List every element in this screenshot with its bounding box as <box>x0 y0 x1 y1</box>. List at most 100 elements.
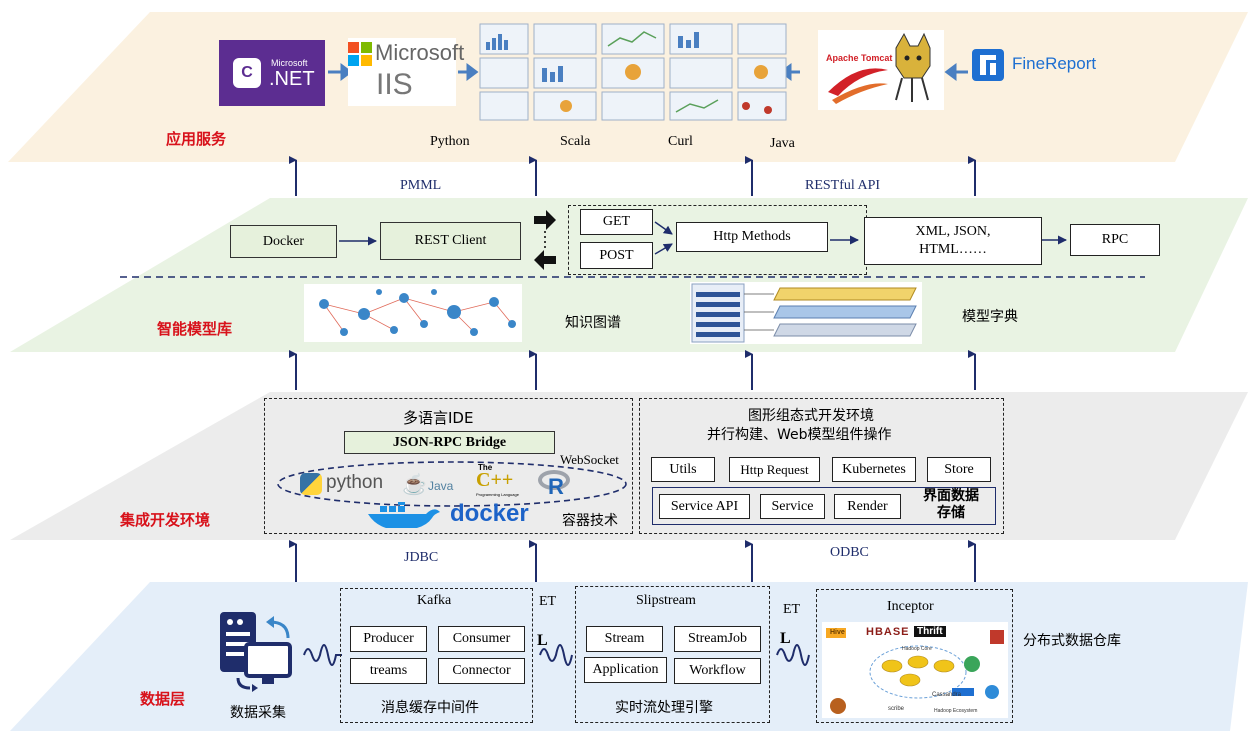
multi-lang-ide-group <box>264 398 633 534</box>
docker-box: Docker <box>230 225 337 258</box>
cpp-logo-text: C++ <box>476 469 514 491</box>
docker-logo-text: docker <box>450 500 529 527</box>
stream-engine-label: 实时流处理引擎 <box>615 700 713 716</box>
inceptor-title: Inceptor <box>887 599 934 614</box>
service-api-box: Service API <box>659 494 750 519</box>
ui-storage-line2: 存储 <box>937 505 965 521</box>
dashboard-screens <box>478 20 790 132</box>
et-label-2: ET <box>783 602 801 617</box>
render-box: Render <box>834 494 901 519</box>
model-dict-stack-graphic <box>691 283 917 343</box>
knowledge-graph-image <box>304 284 522 342</box>
treams-box: treams <box>350 658 427 684</box>
kubernetes-box: Kubernetes <box>832 457 916 482</box>
language-oval <box>277 461 627 507</box>
formats-line2: HTML…… <box>919 242 987 257</box>
dotnet-label: .NET <box>269 68 315 90</box>
hadoop-ecosystem-image: Hive HBASE Thrift Hadoop Core Cassandra … <box>822 622 1008 718</box>
ui-storage-line1: 界面数据 <box>923 488 979 504</box>
r-logo: R <box>538 468 576 499</box>
lang-java: Java <box>770 136 795 151</box>
knowledge-graph-label: 知识图谱 <box>565 315 621 331</box>
formats-line1: XML, JSON, <box>915 224 991 239</box>
python-snake-icon <box>300 473 322 495</box>
slipstream-group <box>575 586 770 723</box>
logo-hadoop-core: Hadoop Core <box>902 646 932 652</box>
http-methods-box: Http Methods <box>676 222 828 252</box>
dotnet-icon: C <box>233 58 261 88</box>
logo-hbase: HBASE <box>866 626 910 638</box>
layer-name-model: 智能模型库 <box>157 320 233 338</box>
dashboard-screens-graphic <box>479 23 787 121</box>
tomcat-logo: Apache Tomcat <box>818 30 944 110</box>
graphic-ide-title1: 图形组态式开发环境 <box>748 408 874 424</box>
lang-curl: Curl <box>668 134 693 149</box>
server-monitor-icon <box>220 612 292 692</box>
logo-thrift: Thrift <box>914 626 946 637</box>
kafka-group <box>340 588 533 723</box>
streamjob-box: StreamJob <box>674 626 761 652</box>
logo-hadoop-ecosystem: Hadoop Ecosystem <box>934 708 978 714</box>
json-rpc-bridge-box: JSON-RPC Bridge <box>344 431 555 454</box>
python-logo: python <box>300 470 390 498</box>
dotnet-logo: C Microsoft .NET <box>219 40 325 106</box>
kafka-title: Kafka <box>417 593 452 608</box>
connector-box: Connector <box>438 658 525 684</box>
iis-logo: Microsoft IIS <box>348 38 464 106</box>
multi-lang-ide-title: 多语言IDE <box>403 409 474 427</box>
rpc-box: RPC <box>1070 224 1160 256</box>
rest-client-box: REST Client <box>380 222 521 260</box>
odbc-label: ODBC <box>830 545 869 560</box>
model-dict-image <box>690 282 922 344</box>
java-cup-icon: ☕ <box>402 474 427 496</box>
model-dict-label: 模型字典 <box>962 309 1018 325</box>
iis-brand: Microsoft <box>375 40 465 65</box>
r-ring-icon <box>538 470 570 490</box>
inceptor-group <box>816 589 1013 723</box>
service-storage-group <box>652 487 996 525</box>
data-collect-icon <box>218 610 296 692</box>
websocket-label: WebSocket <box>560 452 619 467</box>
et-label-1: ET <box>539 594 557 609</box>
layer-name-app: 应用服务 <box>166 130 227 148</box>
finereport-icon <box>972 49 1004 81</box>
model-flow-arrows <box>339 221 1067 255</box>
finereport-logo: FineReport <box>970 45 1110 85</box>
iis-label: IIS <box>376 68 413 101</box>
consumer-box: Consumer <box>438 626 525 652</box>
docker-logo: docker <box>366 500 556 530</box>
java-logo-text: Java <box>428 479 454 493</box>
store-box: Store <box>927 457 991 482</box>
dist-warehouse-label: 分布式数据仓库 <box>1023 633 1121 649</box>
utils-box: Utils <box>651 457 715 482</box>
docker-whale-icon <box>368 500 440 530</box>
r-logo-text: R <box>548 474 564 499</box>
logo-cassandra: Cassandra <box>932 692 962 698</box>
layer-connector-arrows <box>289 156 976 582</box>
dotnet-brand: Microsoft <box>271 58 308 68</box>
data-collect-label: 数据采集 <box>230 705 286 721</box>
et-marker-1: L <box>537 632 548 649</box>
restful-label: RESTful API <box>805 178 881 193</box>
stream-box: Stream <box>586 626 663 652</box>
logo-hive: Hive <box>830 629 845 636</box>
layer-name-data: 数据层 <box>140 690 186 708</box>
data-flow-squiggles <box>303 644 810 666</box>
microsoft-squares-icon <box>348 42 372 66</box>
jdbc-label: JDBC <box>404 550 439 565</box>
lang-scala: Scala <box>560 134 591 149</box>
workflow-box: Workflow <box>674 658 761 684</box>
knowledge-graph-network <box>319 289 516 336</box>
et-marker-2: L <box>780 630 791 647</box>
finereport-label: FineReport <box>1012 54 1097 73</box>
hadoop-ecosystem-graphic <box>826 628 1004 714</box>
application-box: Application <box>584 657 667 683</box>
ui-storage-label: 界面数据 存储 <box>916 488 986 522</box>
producer-box: Producer <box>350 626 427 652</box>
tomcat-label: Apache Tomcat <box>826 53 893 63</box>
request-response-arrows <box>534 210 556 270</box>
python-logo-text: python <box>326 472 384 493</box>
lang-python: Python <box>430 134 470 149</box>
logo-scribe: scribe <box>888 706 905 712</box>
formats-box: XML, JSON, HTML…… <box>864 217 1042 265</box>
